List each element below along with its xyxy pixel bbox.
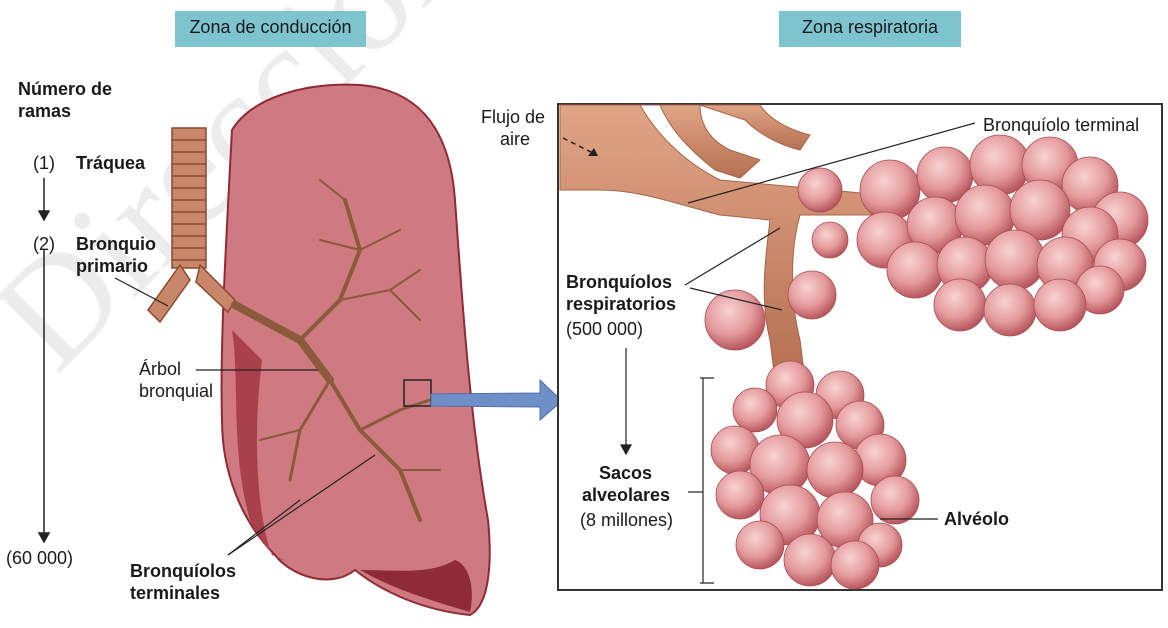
alveolus-label: Alvéolo: [944, 508, 1009, 530]
alveolar-sacs-label-2: alveolares: [582, 484, 670, 506]
airflow-label-2: aire: [500, 128, 530, 150]
alveolar-sacs-count: (8 millones): [580, 509, 673, 531]
alveoli-cluster-top: [798, 135, 1148, 336]
respiratory-bronchioles-label-2: respiratorios: [566, 293, 676, 315]
alveolar-sacs-label-1: Sacos: [599, 462, 652, 484]
airflow-label-1: Flujo de: [481, 106, 545, 128]
respiratory-bronchioles-count: (500 000): [566, 318, 643, 340]
alveolar-sac-cluster: [711, 361, 919, 589]
respiratory-bronchioles-label-1: Bronquíolos: [566, 271, 672, 293]
terminal-bronchiole-label: Bronquíolo terminal: [983, 114, 1139, 136]
